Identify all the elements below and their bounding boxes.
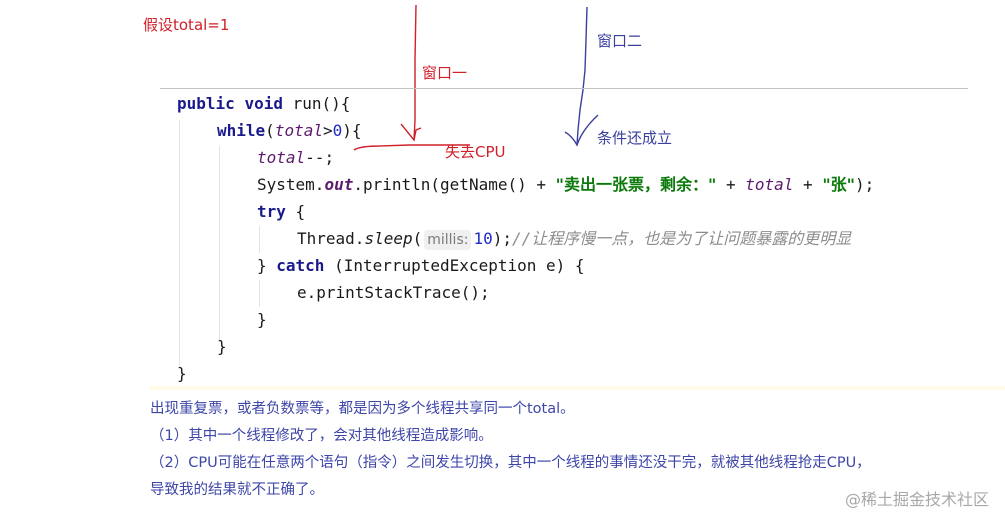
- code-text: --;: [305, 148, 335, 167]
- code-line-3: total--;: [177, 144, 874, 171]
- note-point-1: （1）其中一个线程修改了，会对其他线程造成影响。: [150, 428, 493, 444]
- code-text: );: [492, 229, 512, 248]
- code-text: ){: [342, 121, 362, 140]
- code-line-7: } catch (InterruptedException e) {: [177, 252, 874, 279]
- number-literal: 10: [473, 229, 493, 248]
- code-line-6: Thread.sleep(millis:10);//让程序慢一点，也是为了让问题…: [177, 225, 874, 252]
- code-text: .println(getName() +: [353, 175, 556, 194]
- code-text: }: [177, 364, 187, 383]
- code-text: }: [257, 256, 277, 275]
- note-point-2: （2）CPU可能在任意两个语句（指令）之间发生切换，其中一个线程的事情还没干完，…: [150, 455, 871, 471]
- indent-guide: [259, 226, 260, 253]
- code-text: }: [217, 337, 227, 356]
- code-line-5: try {: [177, 198, 874, 225]
- code-text: +: [793, 175, 823, 194]
- keyword: void: [244, 94, 283, 113]
- code-line-9: }: [177, 306, 874, 333]
- code-text: e.printStackTrace();: [297, 283, 490, 302]
- field-ref: total: [745, 175, 794, 194]
- code-line-4: System.out.println(getName() + "卖出一张票，剩余…: [177, 171, 874, 198]
- code-line-10: }: [177, 333, 874, 360]
- keyword: try: [257, 202, 286, 221]
- keyword: public: [177, 94, 235, 113]
- code-line-2: while(total>0){: [177, 117, 874, 144]
- number-literal: 0: [332, 121, 343, 140]
- window-one-annotation: 窗口一: [422, 64, 468, 82]
- code-text: (InterruptedException e) {: [324, 256, 585, 275]
- code-text: +: [716, 175, 746, 194]
- code-text: (: [265, 121, 275, 140]
- code-block: public void run(){ while(total>0){ total…: [177, 90, 874, 387]
- indent-guide: [259, 280, 260, 307]
- field-ref: total: [257, 148, 306, 167]
- code-comment: //让程序慢一点，也是为了让问题暴露的更明显: [512, 229, 852, 248]
- code-text: >: [322, 121, 333, 140]
- indent-guide: [219, 146, 220, 340]
- separator-line: [160, 88, 968, 89]
- code-text: (: [412, 229, 423, 248]
- watermark: @稀土掘金技术社区: [844, 490, 989, 509]
- lose-cpu-annotation: 失去CPU: [445, 143, 506, 161]
- highlight-band: [150, 386, 1005, 390]
- static-method-ref: sleep: [364, 229, 413, 248]
- keyword: catch: [276, 256, 325, 275]
- code-text: Thread.: [297, 229, 365, 248]
- code-text: run(){: [282, 94, 351, 113]
- indent-guide: [179, 120, 180, 368]
- string-literal: "张": [822, 175, 855, 194]
- field-ref: total: [274, 121, 323, 140]
- parameter-hint: millis:: [424, 230, 472, 250]
- static-field-ref: out: [324, 175, 354, 194]
- code-text: {: [285, 202, 306, 221]
- window-two-annotation: 窗口二: [597, 32, 643, 50]
- note-point-2-cont: 导致我的结果就不正确了。: [150, 482, 324, 498]
- explanation-notes: 出现重复票，或者负数票等，都是因为多个线程共享同一个total。 （1）其中一个…: [150, 396, 871, 504]
- code-text: }: [257, 310, 267, 329]
- code-text: );: [855, 175, 875, 194]
- assumption-annotation: 假设total=1: [143, 16, 230, 34]
- code-line-8: e.printStackTrace();: [177, 279, 874, 306]
- string-literal: "卖出一张票，剩余：": [555, 175, 717, 194]
- code-line-1: public void run(){: [177, 90, 874, 117]
- note-summary: 出现重复票，或者负数票等，都是因为多个线程共享同一个total。: [150, 401, 575, 417]
- code-text: System.: [257, 175, 325, 194]
- code-line-11: }: [177, 360, 874, 387]
- keyword: while: [217, 121, 266, 140]
- condition-still-true-annotation: 条件还成立: [597, 129, 673, 147]
